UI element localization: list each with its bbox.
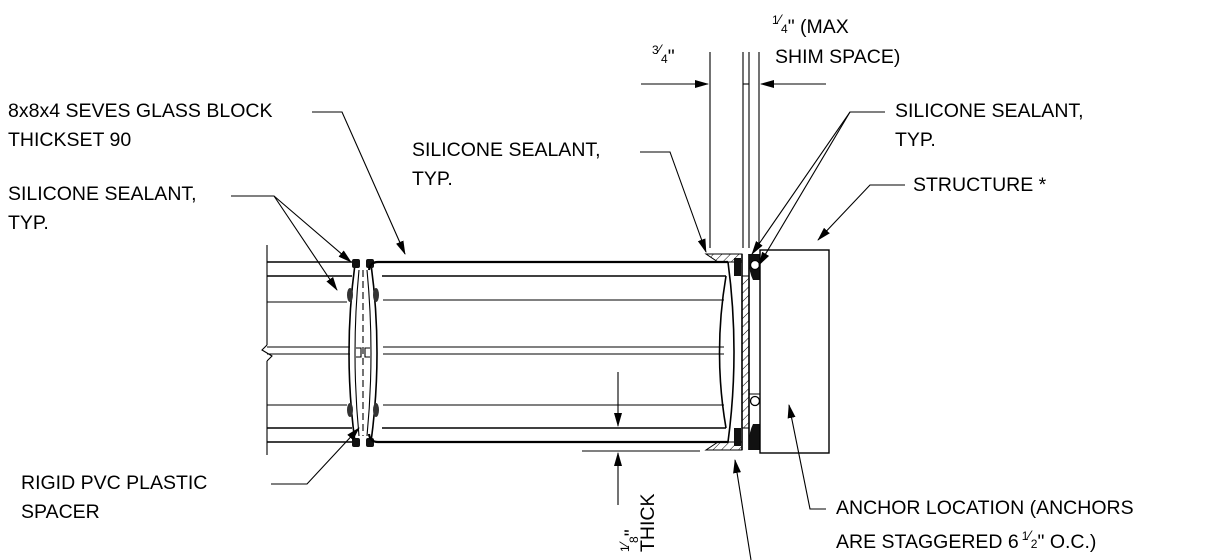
dim-14-text: " (MAX [788,16,849,38]
anchor-label-2-end: " O.C.) [1037,531,1096,553]
anchor-frac-slash: ⁄ [1025,527,1033,543]
block-joint-spacer [347,259,379,447]
jamb-channel [704,253,790,451]
anchor-frac-den: 2 [1031,537,1038,551]
dim-18-num: 1 [618,545,632,552]
sealant-right-label-2: TYP. [895,129,936,151]
dim-14-num: 1 [772,13,779,27]
dim-34-num: 3 [652,43,659,57]
anchor-label: ANCHOR LOCATION (ANCHORS [836,497,1134,519]
dimension-eighth-thick: 1⁄8" THICK [616,494,659,553]
spacer-label: RIGID PVC PLASTIC [21,472,207,494]
sealant-left-label: SILICONE SEALANT, [8,183,197,205]
dim-34-den: 4 [661,52,668,66]
dim-34-unit: " [668,46,675,68]
anchor-label-2-text: ARE STAGGERED 6 [836,531,1019,553]
dim-14-den: 4 [781,22,788,36]
anchor-frac-num: 1 [1022,529,1029,543]
dimension-lines [582,52,826,505]
dimension-quarter: 1⁄4" (MAX [772,11,849,38]
spacer-label-2: SPACER [21,501,100,523]
annotations: 8x8x4 SEVES GLASS BLOCK THICKSET 90 SILI… [8,11,1134,553]
dim-18-slash: ⁄ [616,540,632,548]
glass-block-label-2: THICKSET 90 [8,129,131,151]
dim-18-unit: " [621,529,643,536]
left-glass-block [261,245,355,455]
glass-block-label: 8x8x4 SEVES GLASS BLOCK [8,100,272,122]
sealant-right-label: SILICONE SEALANT, [895,100,1084,122]
thick-label: THICK [637,494,659,553]
sealant-left-label-2: TYP. [8,212,49,234]
shim-space-label: SHIM SPACE) [775,46,900,68]
leader-lines [231,111,905,560]
structure-outline [759,249,830,454]
dim-18-den: 8 [627,536,641,543]
sealant-mid-label-2: TYP. [412,168,453,190]
dimension-three-quarter: 3⁄4" [652,41,675,68]
dim-14-slash: ⁄ [776,11,784,27]
main-glass-block [367,260,735,444]
structure-label: STRUCTURE * [913,174,1047,196]
dim-34-slash: ⁄ [656,41,664,57]
dim-18-fraction: 1⁄8" [616,529,643,552]
sealant-mid-label: SILICONE SEALANT, [412,139,601,161]
